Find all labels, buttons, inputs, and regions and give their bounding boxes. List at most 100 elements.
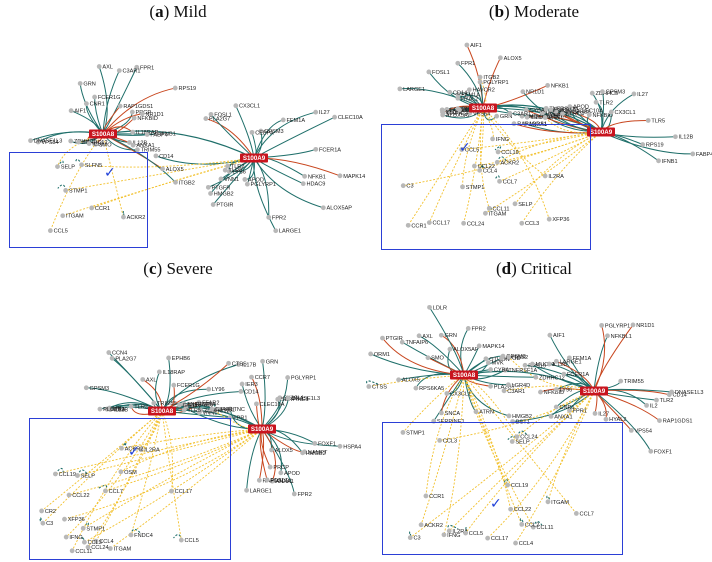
edge (515, 390, 595, 544)
gene-label: NR1D1 (636, 323, 654, 329)
gene-node (600, 89, 605, 95)
edge (461, 131, 602, 150)
gene-node (673, 134, 678, 140)
gene-label: C3AR1 (513, 111, 531, 117)
gene-node (300, 450, 305, 456)
edge (463, 107, 484, 224)
gene-node (118, 469, 124, 475)
gene-label: CCL3 (88, 540, 102, 546)
gene-node (485, 360, 491, 366)
gene-label: GRN (83, 81, 95, 87)
edge (418, 335, 465, 376)
gene-label: FPR1 (140, 65, 154, 71)
gene-label: VNN1 (548, 116, 563, 122)
gene-node (264, 477, 270, 483)
edge (41, 410, 163, 512)
gene-label: IL17B (242, 362, 257, 368)
gene-node (648, 448, 654, 454)
gene-label: ALOX5 (402, 378, 420, 384)
gene-label: CR2 (45, 509, 56, 515)
gene-label: OTULIN (539, 114, 560, 120)
gene-node (236, 362, 241, 367)
gene-label: CCL3 (525, 221, 539, 227)
gene-node (332, 114, 338, 120)
gene-node (548, 107, 554, 112)
gene-label: AIF1 (189, 404, 201, 410)
gene-label: SMO (525, 114, 538, 120)
gene-node (508, 506, 514, 512)
gene-node (494, 159, 500, 165)
gene-label: IL2 (650, 403, 658, 409)
edge (64, 428, 263, 520)
gene-label: IL2RA (144, 448, 160, 454)
gene-label: CCL11 (492, 206, 509, 212)
edge (448, 390, 595, 532)
gene-node (425, 355, 431, 361)
gene-node (92, 94, 98, 100)
edge (433, 374, 465, 422)
gene-label: IFNB1 (662, 159, 678, 165)
gene-node (222, 167, 228, 173)
gene-node (514, 434, 520, 440)
nodes: LPICCR7FFAR2TNCIL17BHSPA4MIFNAMPTRPS19FP… (39, 350, 361, 555)
gene-label: NR1D1 (526, 90, 544, 96)
gene-label: CCN4 (112, 351, 127, 357)
gene-label: CCL4 (519, 541, 533, 547)
gene-label: ALOX5AP (446, 113, 472, 119)
gene-node (477, 79, 483, 85)
gene-node (656, 158, 661, 164)
gene-node (320, 205, 326, 211)
gene-node (472, 163, 477, 169)
edge (463, 374, 512, 510)
gene-label: APOD (284, 471, 300, 477)
gene-label: NFKBID (137, 116, 158, 122)
gene-node (128, 532, 134, 538)
gene-node (121, 214, 126, 220)
edge (68, 428, 263, 496)
gene-node (545, 499, 551, 505)
gene-label: DNASE1L3 (34, 139, 63, 145)
gene-label: IL18RAP (163, 370, 186, 376)
gene-label: HMGB2 (545, 111, 565, 117)
gene-node (447, 89, 453, 95)
edge (253, 157, 277, 231)
gene-node (83, 385, 89, 391)
gene-label: NFKBID (544, 390, 565, 396)
gene-label: OSM (124, 470, 137, 476)
gene-label: CTSS (232, 361, 247, 367)
hub-link (102, 130, 255, 159)
gene-node (459, 147, 465, 152)
gene-label: ALOX5AP (327, 206, 353, 212)
gene-label: ITGAM (66, 214, 84, 220)
gene-node (519, 113, 525, 119)
panel-title: (a) Mild (149, 2, 207, 21)
gene-node (68, 108, 74, 114)
nodes: RPS19NFKB1NFKBIDHMGB2AIF1ALOX5APZDHHC5PG… (28, 64, 365, 235)
gene-node (153, 153, 159, 159)
gene-node (444, 391, 450, 396)
gene-node (254, 401, 259, 407)
gene-label: HDAC9 (306, 182, 325, 188)
gene-label: MAPK14 (447, 111, 469, 117)
gene-label: SLFN5 (85, 163, 102, 169)
gene-label: DNASE1L3 (675, 390, 704, 396)
hub-label: S100A8 (151, 408, 174, 415)
gene-label: ACKR2 (500, 160, 519, 166)
gene-label: LYS6 (233, 170, 246, 176)
gene-label: CCL17 (175, 489, 192, 495)
edge (482, 107, 546, 177)
gene-label: PLSCR1 (103, 407, 125, 413)
gene-node (490, 136, 495, 142)
gene-node (593, 99, 599, 105)
gene-label: ITGB2 (512, 355, 528, 361)
gene-label: PLA2G7 (115, 356, 136, 362)
gene-label: FCER1A (554, 108, 576, 114)
gene-node (498, 55, 503, 61)
gene-node (39, 508, 45, 514)
edge (102, 70, 120, 135)
panel-name: Moderate (513, 2, 580, 21)
edge (503, 385, 595, 392)
gene-node (239, 381, 245, 387)
gene-node (455, 92, 461, 97)
